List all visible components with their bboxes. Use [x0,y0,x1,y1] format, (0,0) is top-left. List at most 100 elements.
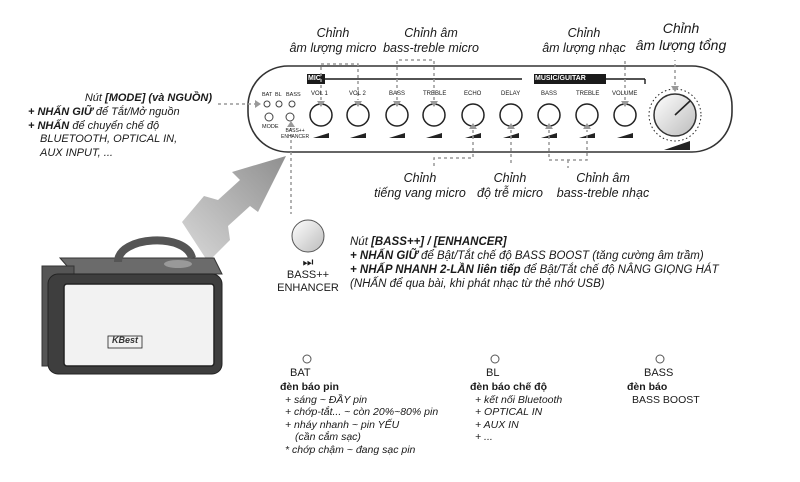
bass-note-hold-desc: để Bật/Tắt chế độ BASS BOOST (tăng cường… [417,250,704,262]
legend-bat-item: + chớp-tắt... ~ còn 20%~80% pin [285,406,439,418]
legend-bat-label: BAT [290,367,311,379]
mode-button[interactable] [264,112,274,122]
callout-mic-bass-treble: Chỉnh âm bass-treble micro [372,26,490,56]
knob-label-music-volume: VOLUME [612,91,638,97]
enhancer-caption-line1: BASS++ [286,269,330,281]
knob-label-echo: ECHO [464,91,482,97]
mode-note-hold: + NHẤN GIỮ [28,106,93,118]
enhancer-button-small[interactable] [285,112,295,122]
knob-mic-bass[interactable] [385,103,409,138]
bass-note-hold: + NHẤN GIỮ [350,250,418,262]
mode-note-hold-desc: để Tắt/Mở nguồn [92,106,180,118]
bass-note-title: [BASS++] / [ENHANCER] [371,236,507,248]
leader-arrowheads [255,86,679,129]
callout-mic-volume-line1: Chỉnh [316,26,350,40]
callout-delay-line2: độ trễ micro [477,186,543,200]
legend-bat-title: đèn báo pin [280,381,339,393]
mic-header-label: MIC [308,75,321,82]
mode-note-line4: BLUETOOTH, OPTICAL IN, [40,133,178,145]
mode-note-press-desc: để chuyển chế độ [69,119,160,132]
mode-note-line5: AUX INPUT, ... [40,146,113,159]
enhancer-button-caption: ⏭ BASS++ ENHANCER [268,256,348,295]
bass-note-line1: Nút [BASS++] / [ENHANCER] [350,235,719,249]
callout-echo-line2: tiếng vang micro [374,186,466,200]
callout-music-volume: Chỉnh âm lượng nhạc [534,26,634,56]
enhancer-caption-line2: ENHANCER [277,282,339,294]
led-bl-label: BL [275,92,282,98]
enhancer-small-label: BASS++ ENHANCER [281,128,310,140]
mode-note: Nút [MODE] (và NGUỒN) [85,92,212,106]
speaker-illustration [41,236,223,375]
bass-note: Nút [BASS++] / [ENHANCER] + NHẤN GIỮ để … [350,235,719,291]
legend-bl-item: + OPTICAL IN [475,406,543,418]
callout-delay: Chỉnh độ trễ micro [460,171,560,201]
bass-note-prefix: Nút [350,236,372,248]
led-bass [288,100,296,108]
legend-bl-item: + kết nối Bluetooth [475,393,563,406]
control-panel [247,65,733,153]
callout-echo-line1: Chỉnh [403,171,437,185]
callout-master-volume-line1: Chỉnh [662,20,700,36]
callout-music-volume-line2: âm lượng nhạc [542,41,626,55]
music-header-label: MUSIC/GUITAR [535,75,586,82]
knob-label-vol1: VOL 1 [311,91,328,97]
knob-label-music-bass: BASS [541,91,558,97]
knob-music-bass[interactable] [537,103,561,138]
next-track-icon: ⏭ [302,255,314,269]
knob-delay[interactable] [499,103,523,138]
bass-note-double-desc: để Bật/Tắt chế độ NÂNG GIỌNG HÁT [520,264,719,276]
legend-bl-item: + ... [475,431,493,443]
callout-music-bass-treble: Chỉnh âm bass-treble nhạc [548,171,658,201]
legend-bl: đèn báo chế độ + kết nối Bluetooth + OPT… [470,381,562,444]
callout-mic-volume: Chỉnh âm lượng micro [283,26,383,56]
callout-master-volume: Chỉnh âm lượng tổng [626,20,736,54]
legend-bat-item: + nháy nhanh ~ pin YẾU [285,418,400,431]
legend-bat: đèn báo pin + sáng ~ ĐẦY pin + chớp-tắt.… [280,381,438,456]
callout-mic-volume-line2: âm lượng micro [289,41,377,55]
callout-echo: Chỉnh tiếng vang micro [360,171,480,201]
legend-bass: đèn báo BASS BOOST [627,381,700,406]
knob-mic-treble[interactable] [422,103,446,138]
legend-bat-item: + sáng ~ ĐẦY pin [285,393,368,406]
mode-note-line1: Nút [MODE] (và NGUỒN) [85,92,212,106]
legend-bl-item: + AUX IN [475,418,519,431]
mode-note-press: + NHẤN [28,119,70,132]
bass-note-line4: (NHẤN để qua bài, khi phát nhạc từ thẻ n… [350,278,605,290]
legend-bass-title: đèn báo [627,381,668,393]
mode-note-prefix: Nút [84,92,106,104]
knob-label-music-treble: TREBLE [576,91,600,97]
knob-label-mic-bass: BASS [389,91,406,97]
led-bass-label: BASS [286,92,301,98]
led-bat-label: BAT [262,92,273,98]
mode-note-line2: + NHẤN GIỮ để Tắt/Mở nguồn [28,106,180,120]
knob-label-vol2: VOL 2 [349,91,366,97]
knob-master-volume[interactable] [648,88,702,150]
legend-bl-label: BL [486,367,500,379]
legend-bat-item: (cần cắm sạc) [295,431,361,443]
led-bat [263,100,271,108]
knob-vol1[interactable] [309,103,333,138]
mode-note-body: + NHẤN GIỮ để Tắt/Mở nguồn + NHẤN để chu… [28,106,180,160]
pointer-arrow [182,156,286,262]
callout-master-volume-line2: âm lượng tổng [635,37,727,53]
mode-label: MODE [262,124,279,130]
callout-music-volume-line1: Chỉnh [567,26,601,40]
bass-note-line3: + NHẤP NHANH 2-LẦN liên tiếp để Bật/Tắt … [350,263,719,277]
bass-enhancer-button[interactable] [291,219,325,253]
led-bl [275,100,283,108]
bass-note-line2: + NHẤN GIỮ để Bật/Tắt chế độ BASS BOOST … [350,249,719,263]
legend-bass-label: BASS [644,367,674,379]
callout-mic-bass-treble-line1: Chỉnh âm [404,26,458,40]
legend-bl-title: đèn báo chế độ [470,381,548,393]
legend-bat-item: * chớp chậm ~ đang sạc pin [285,443,416,456]
bass-note-double: + NHẤP NHANH 2-LẦN liên tiếp [350,264,521,276]
callout-music-bass-treble-line1: Chỉnh âm [576,171,630,185]
callout-music-bass-treble-line2: bass-treble nhạc [556,186,650,200]
legend-bass-item: BASS BOOST [632,393,700,406]
mode-note-title: [MODE] (và NGUỒN) [105,92,212,104]
callout-mic-bass-treble-line2: bass-treble micro [383,41,479,55]
mic-header-bar [307,74,325,84]
music-header-bar [534,74,606,84]
callout-delay-line1: Chỉnh [493,171,527,185]
